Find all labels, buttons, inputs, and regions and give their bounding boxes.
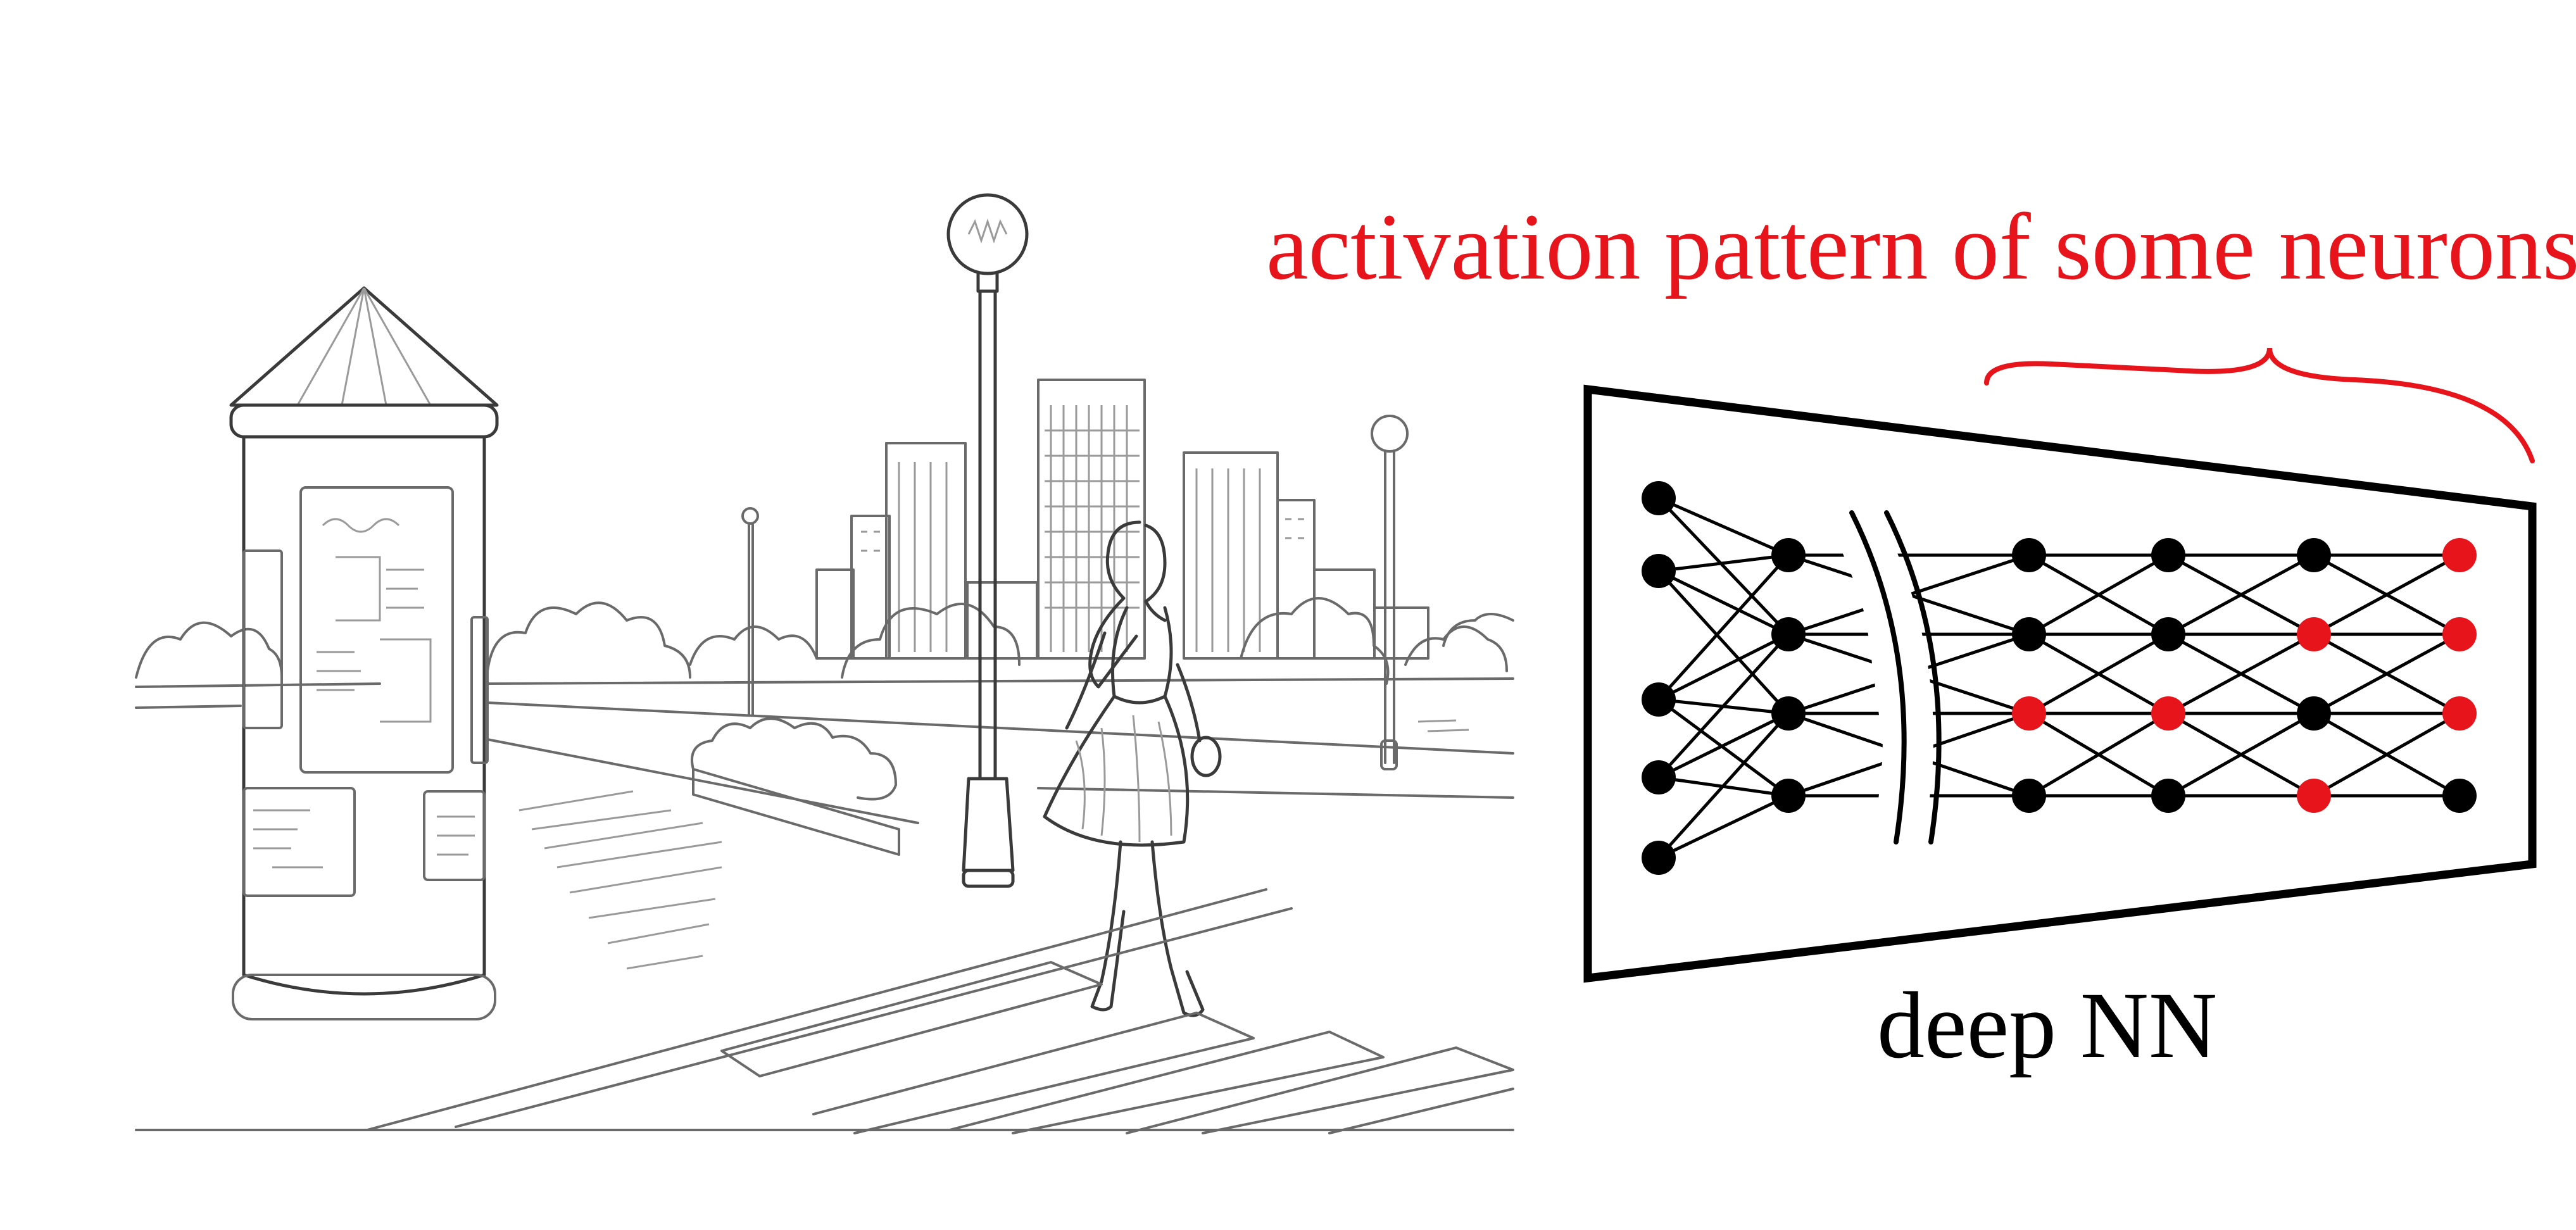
active-neuron bbox=[2442, 538, 2477, 572]
advertising-column-icon bbox=[229, 286, 499, 1020]
network-edge bbox=[2313, 712, 2461, 798]
network-edge bbox=[1657, 633, 1790, 779]
neuron bbox=[1642, 841, 1676, 875]
network-edge bbox=[1657, 794, 1790, 860]
active-neuron bbox=[2151, 696, 2185, 731]
neuron bbox=[1771, 617, 1806, 651]
activation-annotation-label: activation pattern of some neurons bbox=[1266, 194, 2576, 299]
neuron bbox=[1642, 682, 1676, 717]
riverbank-icon bbox=[135, 677, 1514, 824]
network-frame bbox=[1583, 384, 2537, 983]
network-edge bbox=[1657, 569, 1790, 636]
network-edge bbox=[2167, 632, 2315, 715]
flower-bed-icon bbox=[691, 717, 900, 856]
street-lamp-icon bbox=[741, 193, 1409, 888]
neuron bbox=[2012, 538, 2046, 572]
network-edge bbox=[2028, 632, 2170, 715]
network-edge bbox=[2028, 553, 2170, 636]
active-neuron bbox=[2012, 696, 2046, 731]
network-edge bbox=[1658, 553, 1789, 573]
network-edge bbox=[2313, 632, 2461, 715]
active-neuron bbox=[2297, 617, 2331, 651]
network-edge bbox=[1657, 632, 1790, 701]
network-edge bbox=[2313, 553, 2461, 636]
neuron bbox=[1771, 538, 1806, 572]
network-edge bbox=[1657, 497, 1790, 636]
network-edge bbox=[2028, 712, 2170, 798]
network-nodes bbox=[1642, 481, 2477, 875]
neuron bbox=[1642, 760, 1676, 794]
network-edge bbox=[1657, 712, 1790, 779]
neuron bbox=[2151, 779, 2185, 813]
active-neuron bbox=[2297, 779, 2331, 813]
neuron bbox=[2151, 617, 2185, 651]
neuron bbox=[1642, 554, 1676, 588]
walking-woman-icon bbox=[1043, 520, 1222, 1017]
street-scene bbox=[135, 193, 1514, 1134]
neuron bbox=[2012, 779, 2046, 813]
network-edge bbox=[2167, 712, 2315, 798]
layer-skip-icon bbox=[1829, 501, 1942, 848]
network-edge bbox=[1657, 554, 1790, 701]
network-edge bbox=[1657, 570, 1790, 715]
trees-icon bbox=[135, 597, 1514, 685]
city-skyline-icon bbox=[815, 379, 1429, 660]
neuron bbox=[1642, 481, 1676, 515]
neuron bbox=[2012, 617, 2046, 651]
network-edge bbox=[1657, 698, 1790, 798]
network-edge bbox=[2167, 553, 2315, 636]
active-neuron bbox=[2442, 617, 2477, 651]
active-neuron bbox=[2442, 696, 2477, 731]
neuron bbox=[2442, 779, 2477, 813]
neuron bbox=[1771, 779, 1806, 813]
neuron bbox=[2297, 696, 2331, 731]
neuron bbox=[2151, 538, 2185, 572]
activation-brace bbox=[1984, 348, 2535, 463]
deep-nn-diagram bbox=[1583, 348, 2537, 983]
crosswalk-icon bbox=[135, 790, 1514, 1134]
network-edge bbox=[1657, 496, 1790, 557]
neuron bbox=[1771, 696, 1806, 731]
model-label: deep NN bbox=[1877, 973, 2218, 1078]
network-edge bbox=[1657, 712, 1790, 859]
neuron bbox=[2297, 538, 2331, 572]
